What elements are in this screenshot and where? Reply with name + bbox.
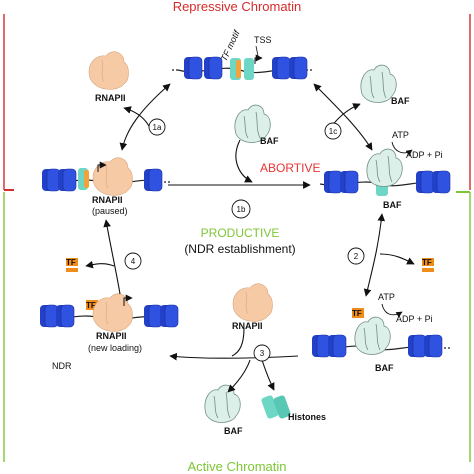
step-1c: 1c — [324, 122, 342, 140]
nucleosome — [183, 56, 203, 80]
atp-label: ATP — [392, 130, 409, 140]
nucleosome — [143, 168, 163, 192]
baf-label: BAF — [383, 200, 402, 210]
abortive-label: ABORTIVE — [260, 161, 320, 175]
baf-released: BAF — [204, 384, 243, 436]
nucleosome — [327, 334, 347, 358]
nucleosome — [339, 170, 359, 194]
tf-bound — [352, 308, 364, 318]
tf-label: TF — [422, 258, 432, 267]
svg-text:1b: 1b — [237, 205, 246, 214]
rnapii-label: RNAPII — [92, 195, 123, 205]
histones-released: Histones — [261, 395, 326, 422]
baf-free-middle: BAF — [234, 104, 279, 146]
state-abortive: BAF ABORTIVE ATP ADP + Pi — [260, 130, 452, 210]
baf-label: BAF — [224, 426, 243, 436]
ndr-label: NDR — [52, 361, 72, 371]
tf-motif-label: TF motif — [219, 28, 243, 63]
nucleosome — [311, 334, 331, 358]
nucleosome — [415, 170, 435, 194]
nucleosome — [323, 170, 343, 194]
productive-label: PRODUCTIVE — [201, 226, 280, 240]
step-1b: 1b — [231, 199, 251, 219]
svg-text:4: 4 — [131, 257, 136, 266]
repressive-chromatin-title: Repressive Chromatin — [173, 0, 302, 14]
baf-free-top: BAF — [360, 64, 410, 106]
paused-label: (paused) — [92, 206, 128, 216]
tf-label: TF — [86, 301, 96, 310]
rnapii-incoming: RNAPII — [232, 283, 273, 331]
rnapii-free-top: RNAPII — [88, 51, 129, 103]
svg-text:1a: 1a — [153, 123, 162, 132]
nucleosome — [431, 170, 451, 194]
tf-motif-mark — [236, 60, 241, 78]
nucleosome — [143, 304, 163, 328]
step-4: 4 — [124, 252, 142, 270]
svg-text:3: 3 — [260, 349, 265, 358]
rnapii-label: RNAPII — [232, 321, 263, 331]
state-repressive-dna: TF motif TSS — [172, 28, 312, 80]
svg-text:1c: 1c — [329, 127, 337, 136]
adp-pi-label: ADP + Pi — [396, 314, 433, 324]
tf-bound — [86, 300, 98, 310]
step-1a: 1a — [148, 118, 166, 136]
histones-label: Histones — [288, 412, 326, 422]
state-new-loading: TF RNAPII (new loading) NDR — [39, 293, 179, 371]
ndr-establishment-label: (NDR establishment) — [184, 242, 295, 256]
nucleosome — [159, 304, 179, 328]
nucleosome — [407, 334, 427, 358]
nucleosome — [271, 56, 291, 80]
repressive-region: Repressive Chromatin — [3, 0, 471, 191]
nucleosome — [39, 304, 59, 328]
baf-label: BAF — [391, 96, 410, 106]
active-region: Active Chromatin — [3, 191, 471, 474]
atp-label: ATP — [378, 292, 395, 302]
nucleosome — [203, 56, 223, 80]
tss-label: TSS — [254, 35, 272, 45]
state-remodeling: TF BAF ATP ADP + Pi — [311, 292, 452, 373]
tf-label: TF — [66, 258, 76, 267]
rnapii-label: RNAPII — [96, 331, 127, 341]
new-loading-label: (new loading) — [88, 343, 142, 353]
nucleosome — [288, 56, 308, 80]
nucleosome — [55, 304, 75, 328]
nucleosome — [41, 168, 61, 192]
rnapii-label: RNAPII — [95, 93, 126, 103]
step-2: 2 — [347, 247, 365, 265]
step-3: 3 — [253, 344, 271, 362]
state-paused: RNAPII (paused) — [41, 157, 172, 216]
tf-label: TF — [352, 309, 362, 318]
tf-free-right: TF — [422, 258, 434, 272]
step-markers: 1a 1c 1b 2 3 4 — [124, 118, 365, 362]
svg-text:2: 2 — [354, 252, 359, 261]
nucleosome — [57, 168, 77, 192]
active-chromatin-title: Active Chromatin — [188, 459, 287, 474]
baf-label: BAF — [375, 363, 394, 373]
adp-pi-label: ADP + Pi — [406, 150, 443, 160]
baf-label: BAF — [260, 136, 279, 146]
nucleosome — [423, 334, 443, 358]
tf-free-left: TF — [66, 258, 78, 272]
